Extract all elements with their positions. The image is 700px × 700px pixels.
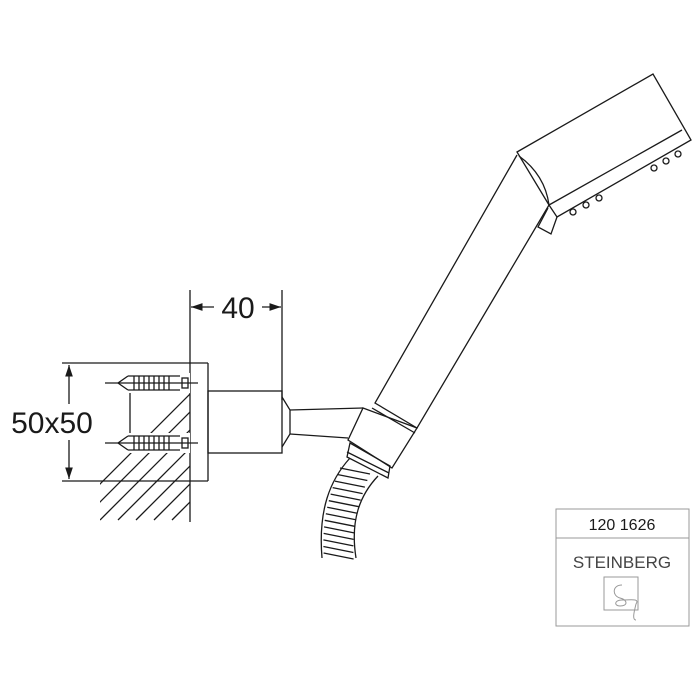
nozzle xyxy=(650,164,658,172)
hatch-line xyxy=(100,393,190,485)
brand-name: STEINBERG xyxy=(573,553,671,572)
hose-ring xyxy=(328,500,359,508)
hose-ring xyxy=(323,526,355,534)
hose-ring xyxy=(323,539,354,547)
hose-ring xyxy=(337,473,368,482)
wall-bracket xyxy=(129,363,283,481)
article-number: 120 1626 xyxy=(589,517,656,534)
wall-hatching xyxy=(100,300,536,521)
dimension-depth-label: 40 xyxy=(221,292,254,325)
nozzle xyxy=(595,194,603,202)
swivel-arm xyxy=(281,396,418,479)
hose-ring xyxy=(330,493,361,501)
hose-ring xyxy=(334,480,366,488)
hose-ring xyxy=(324,519,355,527)
dimension-depth: 40 xyxy=(191,290,283,400)
spray-nozzles xyxy=(569,150,682,216)
hatch-line xyxy=(100,429,190,521)
shower-hose xyxy=(320,457,379,560)
hatch-line xyxy=(244,300,464,520)
brand-logo xyxy=(603,576,639,621)
hose-ring xyxy=(323,552,354,560)
hose-ring xyxy=(323,545,354,554)
hose-ring xyxy=(325,513,356,521)
hatch-line xyxy=(135,465,190,521)
hatch-line xyxy=(100,411,190,503)
hatch-line xyxy=(208,300,428,520)
nozzle xyxy=(582,201,590,209)
hatch-line xyxy=(316,300,536,520)
hose-ring xyxy=(323,532,354,541)
dimension-plate-label: 50x50 xyxy=(11,407,93,440)
dimension-plate: 50x50 xyxy=(11,362,208,482)
nozzle xyxy=(674,150,682,158)
hatch-line xyxy=(117,447,190,521)
hand-shower xyxy=(371,73,692,434)
hatch-line xyxy=(226,300,446,520)
nozzle xyxy=(569,208,577,216)
nozzle xyxy=(662,157,670,165)
title-block: 120 1626 STEINBERG xyxy=(555,508,690,627)
hose-ring xyxy=(332,486,363,495)
hose-ring xyxy=(327,506,358,514)
hose-ring xyxy=(339,467,371,475)
hatch-line xyxy=(153,483,190,521)
wall-anchors xyxy=(105,373,198,453)
